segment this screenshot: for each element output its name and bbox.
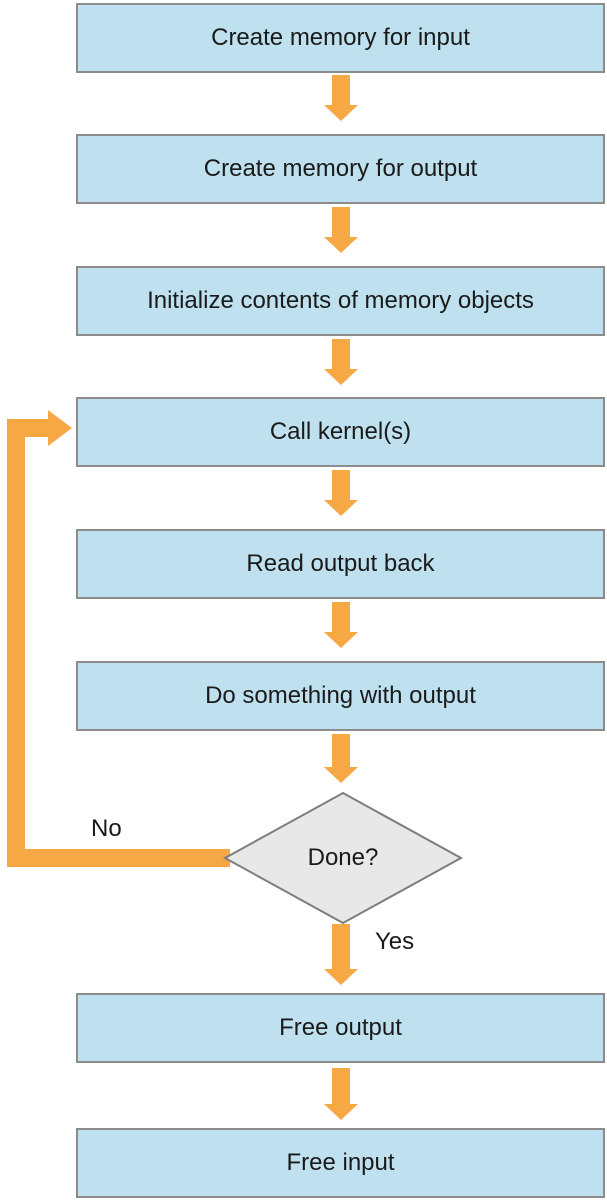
process-label: Initialize contents of memory objects [147,287,534,314]
arrow-down-5 [324,602,358,648]
decision-diamond [222,791,464,925]
arrow-down-7 [324,1068,358,1120]
process-label: Call kernel(s) [269,418,412,445]
arrow-down-2 [324,207,358,253]
process-label: Do something with output [205,682,476,709]
process-box-init-memory-objects: Initialize contents of memory objects [76,266,605,336]
branch-label-yes: Yes [375,928,415,955]
process-box-read-output-back: Read output back [76,529,605,599]
arrow-down-3 [324,339,358,385]
arrow-down-1 [324,75,358,121]
process-box-free-output: Free output [76,993,605,1063]
branch-label-no: No [91,815,122,842]
process-label: Free input [286,1149,395,1176]
process-box-do-something-output: Do something with output [76,661,605,731]
arrow-down-yes [324,924,358,985]
loop-back-no-arrow [7,410,230,867]
process-box-create-memory-output: Create memory for output [76,134,605,204]
process-label: Free output [279,1014,402,1041]
process-box-call-kernels: Call kernel(s) [76,397,605,467]
process-label: Read output back [246,550,435,577]
arrow-down-4 [324,470,358,516]
arrow-down-6 [324,734,358,783]
process-label: Create memory for output [203,155,478,182]
process-box-free-input: Free input [76,1128,605,1198]
process-box-create-memory-input: Create memory for input [76,3,605,73]
process-label: Create memory for input [211,24,470,51]
